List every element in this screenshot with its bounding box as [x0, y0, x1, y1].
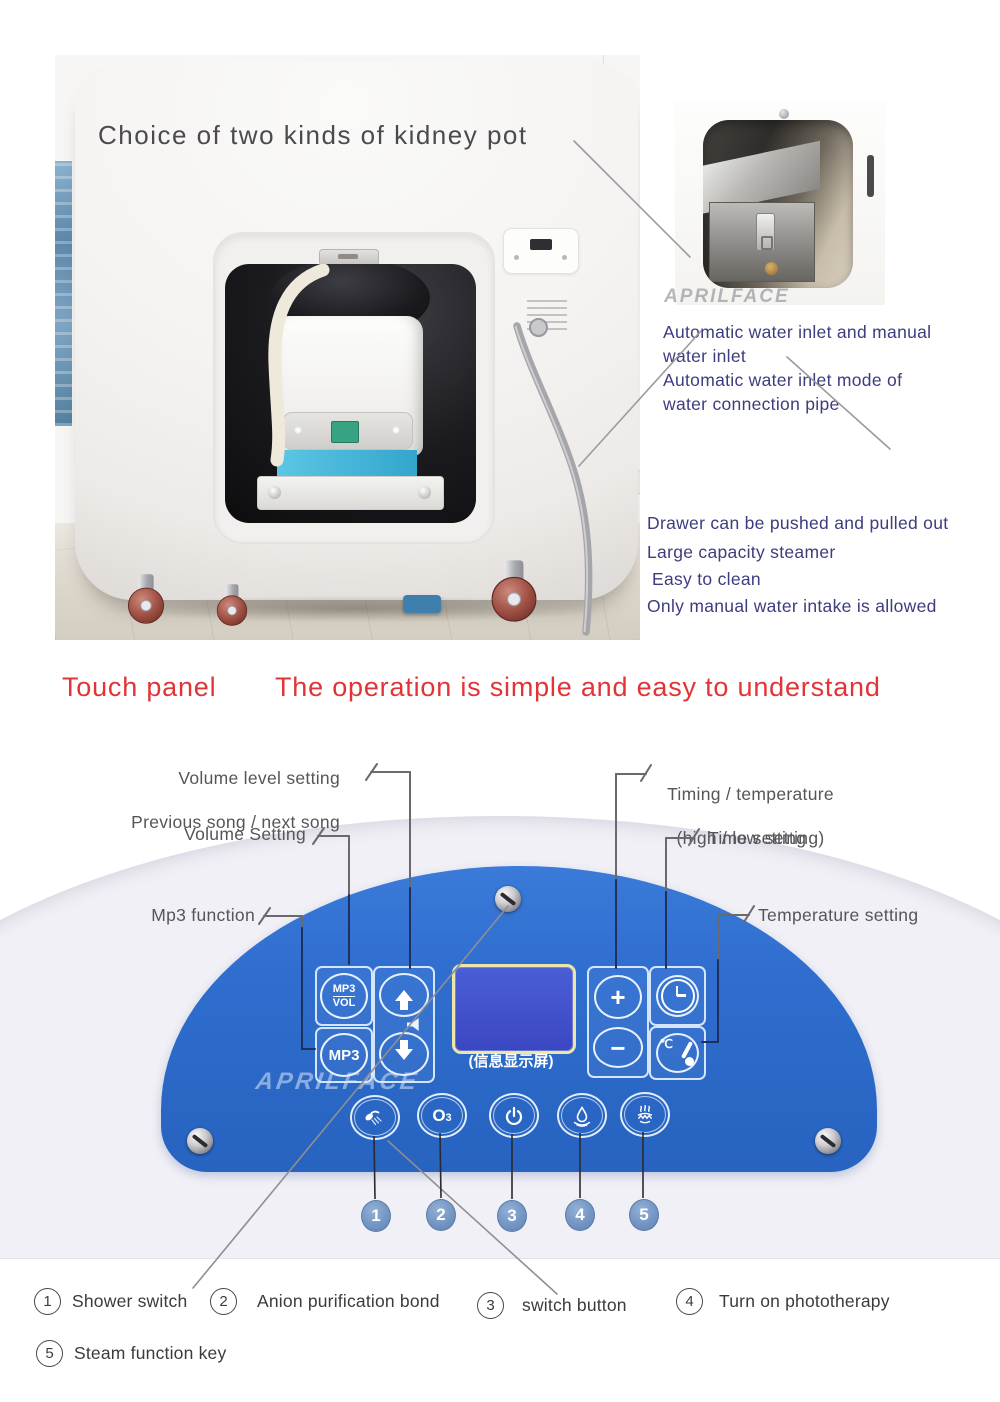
speaker-icon — [407, 1018, 419, 1031]
label-timing-temperature: Timing / temperature (high / low setting… — [648, 761, 853, 849]
mp3-vol-label-top: MP3 — [332, 982, 356, 995]
label-temperature-setting: Temperature setting — [758, 905, 919, 925]
note-drawer: Drawer can be pushed and pulled out — [647, 513, 949, 533]
power-socket-plate — [503, 228, 579, 274]
mounting-plate — [257, 476, 444, 510]
hero-title: Choice of two kinds of kidney pot — [98, 120, 528, 150]
label-volume-level: Volume level setting Previous song / nex… — [110, 745, 340, 833]
screw-icon — [779, 109, 789, 119]
legend-item-anion: 2 Anion purification bond — [210, 1288, 440, 1315]
note-auto-manual-inlet: Automatic water inlet and manual water i… — [663, 322, 932, 366]
hose-connector — [529, 318, 548, 337]
screw-icon — [187, 1128, 213, 1154]
note-inlet-mode: Automatic water inlet mode of water conn… — [663, 370, 903, 414]
info-display-screen — [452, 964, 576, 1054]
number-dot-4: 4 — [565, 1199, 595, 1231]
label-volume-level-line1: Volume level setting — [178, 768, 340, 788]
shower-button[interactable] — [350, 1095, 400, 1140]
phototherapy-button[interactable] — [557, 1093, 607, 1138]
volume-arrows-button-group[interactable] — [373, 966, 435, 1083]
label-time-setting: Time setting — [708, 828, 807, 848]
legend-label-steam: Steam function key — [74, 1343, 227, 1363]
legend-item-phototherapy: 4 Turn on phototherapy — [676, 1288, 890, 1315]
steamer-button — [294, 426, 302, 434]
mp3-vol-label-bottom: VOL — [332, 995, 356, 1009]
water-tube — [268, 264, 330, 467]
minus-label: − — [610, 1032, 626, 1063]
legend-number-5: 5 — [36, 1340, 63, 1367]
steamer-control-strip — [283, 412, 413, 450]
number-dot-2: 2 — [426, 1199, 456, 1231]
down-arrow-button[interactable] — [379, 1032, 429, 1076]
number-dot-1: 1 — [361, 1200, 391, 1232]
steamer-blue-band — [277, 450, 417, 476]
mp3-label: MP3 — [328, 1046, 360, 1064]
drawer-clasp — [756, 213, 775, 251]
legend-item-steam: 5 Steam function key — [36, 1340, 226, 1367]
legend-label-phototherapy: Turn on phototherapy — [719, 1291, 890, 1311]
legend-number-4: 4 — [676, 1288, 703, 1315]
drawer-inset-photo — [675, 100, 885, 305]
label-timing-line1: Timing / temperature — [667, 784, 834, 804]
caster-wheel — [491, 560, 537, 622]
celsius-label: ℃ — [659, 1037, 673, 1051]
steam-button[interactable] — [620, 1092, 670, 1137]
clock-icon — [660, 979, 695, 1013]
steamer-screen — [331, 421, 359, 443]
note-manual-only: Only manual water intake is allowed — [647, 596, 937, 616]
bolt — [268, 486, 281, 499]
timer-button[interactable] — [649, 966, 706, 1026]
bolt — [418, 486, 431, 499]
screw-icon — [815, 1128, 841, 1154]
legend-label-shower: Shower switch — [72, 1291, 188, 1311]
plus-label: + — [610, 982, 626, 1012]
inset-opening — [703, 120, 853, 288]
label-volume-setting: Volume Setting — [184, 824, 306, 844]
mp3-button[interactable]: MP3 — [315, 1027, 373, 1083]
legend-number-1: 1 — [34, 1288, 61, 1315]
cabinet-opening — [225, 264, 476, 523]
legend-item-switch: 3 switch button — [477, 1292, 627, 1319]
power-button[interactable] — [489, 1093, 539, 1138]
legend-item-shower: 1 Shower switch — [34, 1288, 187, 1315]
label-timing-line2: (high / low setting) — [676, 828, 825, 848]
display-caption: (信息显示屏) — [468, 1053, 554, 1070]
thermometer-icon: ℃ — [660, 1037, 696, 1069]
steamer-cabinet — [75, 62, 638, 600]
curtain — [55, 161, 72, 426]
number-dot-5: 5 — [629, 1199, 659, 1231]
up-arrow-button[interactable] — [379, 973, 429, 1017]
watermark-hero: APRILFACE — [664, 286, 790, 307]
drain-valve — [403, 595, 441, 613]
anion-button[interactable]: O3 — [417, 1093, 467, 1138]
down-arrow-icon — [395, 1039, 413, 1060]
label-mp3-function: Mp3 function — [151, 905, 255, 925]
minus-button[interactable]: − — [593, 1027, 643, 1068]
temperature-button[interactable]: ℃ — [649, 1026, 706, 1080]
legend-label-anion: Anion purification bond — [257, 1291, 440, 1311]
legend-number-2: 2 — [210, 1288, 237, 1315]
brass-fitting — [765, 262, 778, 275]
section-heading-right: The operation is simple and easy to unde… — [275, 672, 881, 702]
caster-wheel — [216, 584, 248, 626]
steamer-button — [392, 426, 400, 434]
cabinet-shadow — [95, 595, 615, 623]
mp3-vol-button[interactable]: MP3 VOL — [315, 966, 373, 1026]
legend-number-3: 3 — [477, 1292, 504, 1319]
legend-label-switch: switch button — [522, 1295, 627, 1315]
up-arrow-icon — [395, 989, 413, 1010]
note-capacity: Large capacity steamer — [647, 542, 836, 562]
side-handle — [867, 155, 874, 197]
plus-button[interactable]: + — [594, 975, 642, 1019]
caster-wheel — [127, 574, 165, 624]
drawer-front — [709, 202, 815, 282]
section-heading-left: Touch panel — [62, 672, 217, 702]
screw-icon — [495, 886, 521, 912]
number-dot-3: 3 — [497, 1200, 527, 1232]
label-volume-level-line2: Previous song / next song — [131, 812, 340, 832]
plus-minus-button-group[interactable]: + − — [587, 966, 649, 1078]
note-clean: Easy to clean — [652, 569, 761, 589]
